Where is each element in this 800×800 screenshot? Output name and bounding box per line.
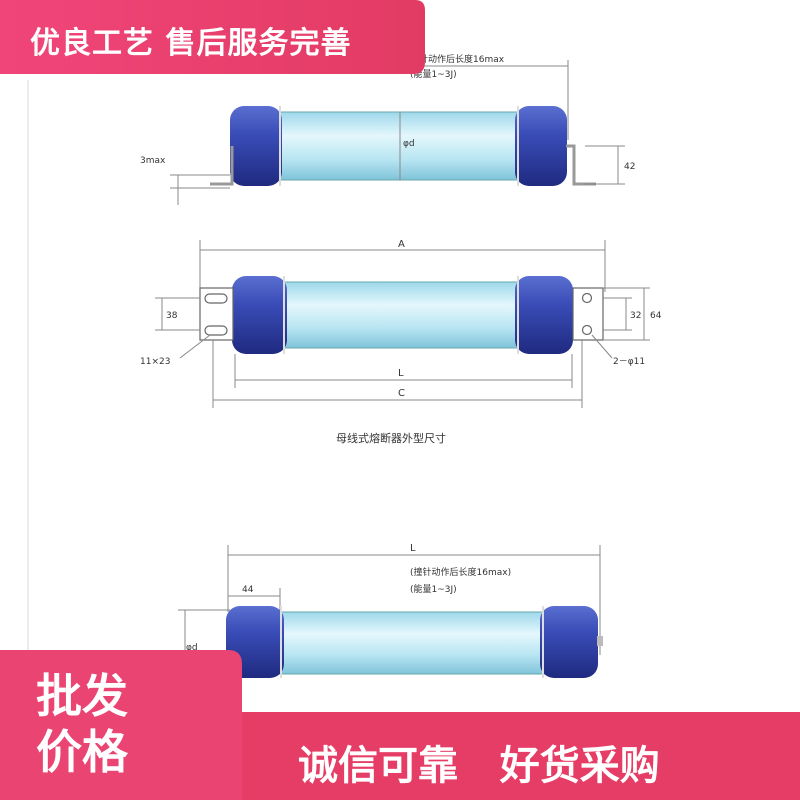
diagram2-slot-label: 11×23 [140,357,170,367]
diagram2-38-label: 38 [166,311,178,321]
diagram2-64-label: 64 [650,311,662,321]
diagram3-phid-label: φd [186,643,198,653]
diagram2-C-label: C [398,388,405,399]
diagram3-note-line1: (撞针动作后长度16max) [410,566,511,578]
diagram3-44-label: 44 [242,585,254,595]
right-mounting-plate [572,287,604,341]
diagram2-A-label: A [398,239,405,250]
diagram1-42-label: 42 [624,162,635,172]
diagram2-holes-label: 2－φ11 [613,357,645,367]
bottom-banner-left-block [0,650,242,800]
fuse-diagram-2: A L C 38 32 64 11×23 2－φ11 母线式熔断器外型尺寸 [140,239,662,445]
bottom-left-line1: 批发 [36,669,128,723]
fuse-diagram-3: L 44 (撞针动作后长度16max) (能量1~3J) φd [178,543,603,678]
fuse-cap-right [515,276,573,354]
diagram1-3max-label: 3max [140,156,166,166]
top-banner-shape [0,0,425,74]
diagram3-note-line2: (能量1~3J) [410,583,457,595]
fuse-tube [277,611,549,675]
diagram1-phid-label: φd [403,139,415,149]
diagram1-note-line1: 撞针动作后长度16max [410,53,505,65]
fuse-cap-right [515,106,567,186]
diagram2-caption: 母线式熔断器外型尺寸 [336,431,446,445]
fuse-diagram-1: 撞针动作后长度16max (能量1~3J) φd 3max 42 [140,53,635,205]
fuse-tube [279,281,521,349]
diagram2-L-label: L [398,368,404,379]
bottom-right-slogan: 诚信可靠 好货采购 [298,743,660,789]
bottom-left-line2: 价格 [36,725,128,779]
fuse-cap-left [232,276,287,354]
fuse-cap-left [230,106,282,186]
diagram3-L-label: L [410,543,416,554]
fuse-cap-right [540,606,598,678]
top-banner-text: 优良工艺 售后服务完善 [30,26,352,61]
diagram2-32-label: 32 [630,311,641,321]
